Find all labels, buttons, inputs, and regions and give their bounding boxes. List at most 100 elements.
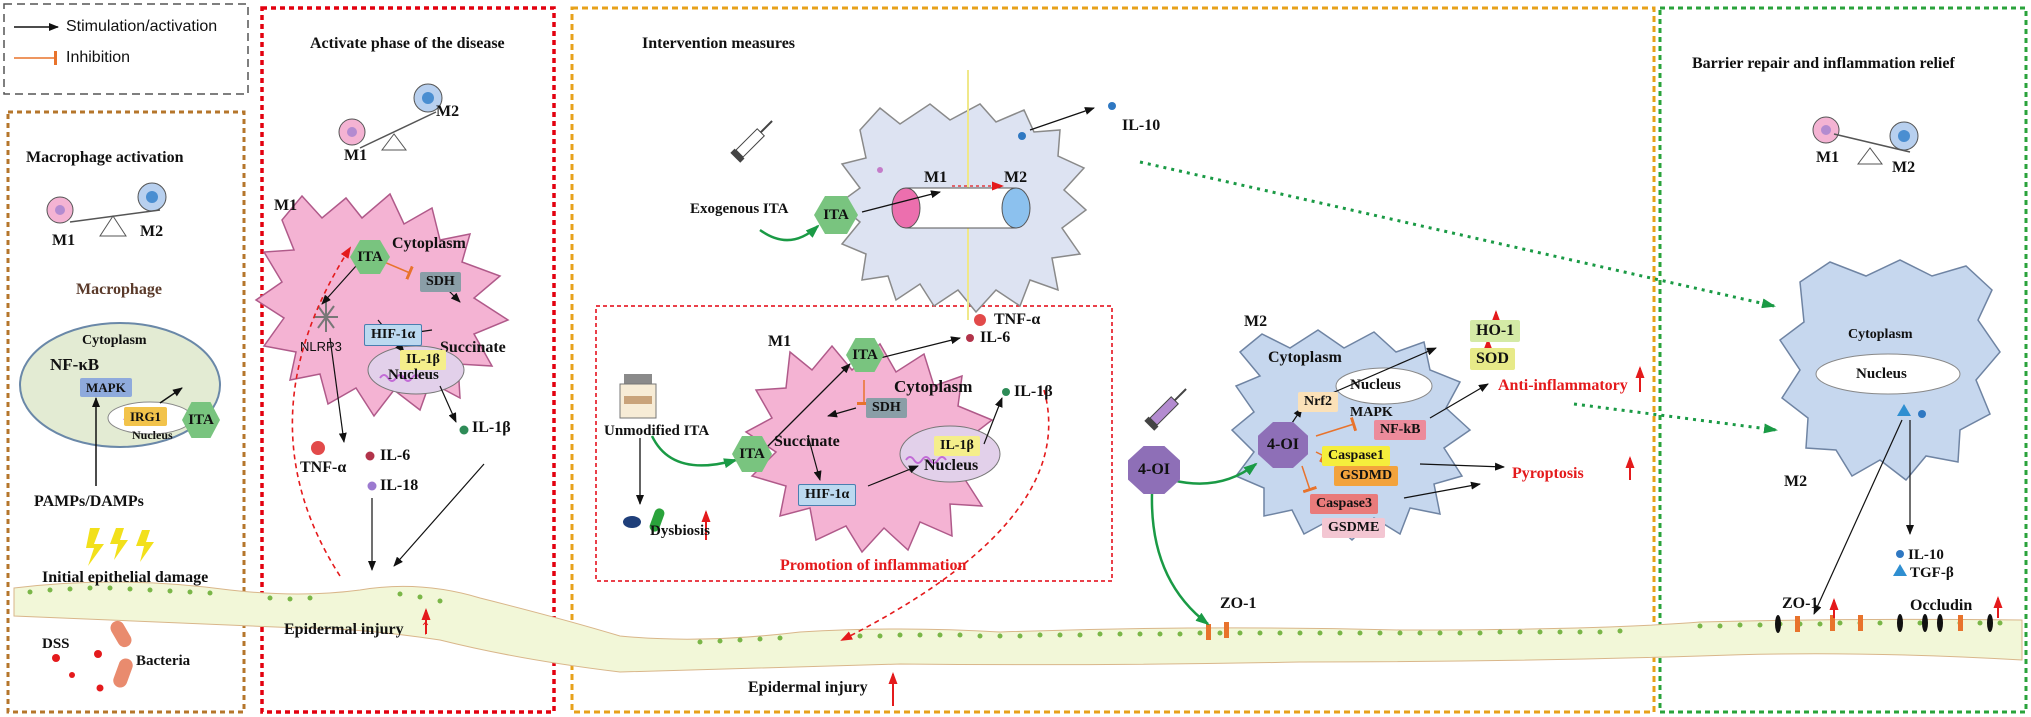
- dysbiosis-icon: [623, 508, 665, 532]
- panel1-nfkb-label: NF-κB: [50, 355, 100, 374]
- inflam-cytoplasm-label: Cytoplasm: [894, 377, 973, 396]
- panel1-title: Macrophage activation: [26, 149, 184, 166]
- inflam-tnfa-label: TNF-α: [994, 311, 1041, 328]
- panel4-m1-label: M1: [1816, 149, 1840, 166]
- oi-outer-oct: 4-OI: [1128, 446, 1180, 494]
- legend-stimulation-label: Stimulation/activation: [66, 18, 218, 35]
- panel4-m2-label: M2: [1892, 159, 1916, 176]
- legend-box: [3, 3, 249, 95]
- syringe-icon-1: [730, 120, 773, 163]
- panel1-seesaw: [46, 182, 167, 237]
- oi-nfkb-chip: NF-kB: [1374, 420, 1427, 440]
- tnfa-icon-p3: [974, 314, 986, 326]
- panel2-sdh-chip: SDH: [420, 272, 461, 292]
- panel4-tgfb-label: TGF-β: [1910, 565, 1954, 581]
- panel3-il10-label: IL-10: [1122, 117, 1161, 134]
- oi-m2-label: M2: [1244, 313, 1268, 330]
- panel1-border: [6, 110, 246, 714]
- panel2-title: Activate phase of the disease: [310, 35, 505, 52]
- panel3-m2-label: M2: [1004, 169, 1028, 186]
- il10-dot-out: [1108, 102, 1116, 110]
- panel4-title: Barrier repair and inflammation relief: [1692, 55, 1955, 72]
- panel3-m1-label: M1: [924, 169, 948, 186]
- panel2-m1-cell-label: M1: [274, 197, 298, 214]
- il1b-dot-p3: [1002, 388, 1010, 396]
- panel2-border: [260, 6, 556, 714]
- caspase1-chip: Caspase1: [1322, 446, 1391, 466]
- initial-damage-label: Initial epithelial damage: [42, 569, 209, 586]
- panel2-tnfa-label: TNF-α: [300, 459, 347, 476]
- panel2-il6-label: IL-6: [380, 447, 411, 464]
- panel2-cytoplasm-label: Cytoplasm: [392, 235, 466, 252]
- panel2-nucleus-label: Nucleus: [388, 367, 439, 383]
- panel2-nlrp3-label: NLRP3: [300, 339, 342, 354]
- panel2-hif-chip: HIF-1α: [364, 324, 423, 346]
- il10-dot-top: [1018, 132, 1026, 140]
- injury2-up-arrow: ↑: [420, 614, 431, 639]
- macrophage-label: Macrophage: [76, 281, 162, 298]
- panel2-il1b-inner: IL-1β: [400, 350, 446, 370]
- inflam-il1b-label: IL-1β: [1014, 383, 1053, 400]
- syringe-icon-2: [1144, 388, 1187, 431]
- il6-dot-p2: [365, 451, 375, 461]
- oi-cytoplasm-label: Cytoplasm: [1268, 349, 1342, 366]
- panel2-succinate-label: Succinate: [440, 339, 506, 356]
- panel2-il1b-label: IL-1β: [472, 419, 511, 436]
- sod-chip: SOD: [1470, 348, 1515, 370]
- panel3-zo1-label: ZO-1: [1220, 595, 1257, 612]
- oi-nucleus-label: Nucleus: [1350, 377, 1401, 393]
- inflam-il1b-inner: IL-1β: [934, 436, 980, 456]
- panel2-m2-label: M2: [436, 103, 460, 120]
- panel4-m2-cell-label: M2: [1784, 473, 1808, 490]
- panel4-border: [1658, 6, 2028, 714]
- panel4-nucleus-label: Nucleus: [1856, 366, 1907, 382]
- panel3-border: [570, 6, 1656, 714]
- gsdme-chip: GSDME: [1322, 518, 1386, 538]
- tnfa-icon-p2: [311, 441, 325, 455]
- il10-dot-in: [1918, 410, 1926, 418]
- panel4-nucleus-shape: [1815, 353, 1961, 395]
- oi-mapk-label: MAPK: [1350, 405, 1393, 420]
- tight-junctions: [1206, 614, 1993, 640]
- panel2-seesaw: [338, 83, 443, 151]
- panel1-irg1-label: IRG1: [124, 407, 168, 426]
- panel1-m2-label: M2: [140, 223, 164, 240]
- promotion-label: Promotion of inflammation: [780, 557, 967, 574]
- inflam-nucleus-label: Nucleus: [924, 457, 979, 474]
- bacteria-icon: [110, 620, 133, 688]
- panel4-seesaw: [1812, 116, 1919, 165]
- gsdmd-chip: GSDMD: [1334, 466, 1399, 486]
- inflam-il6-label: IL-6: [980, 329, 1011, 346]
- bottle-icon: [619, 374, 657, 419]
- panel4-il10-label: IL-10: [1908, 547, 1944, 563]
- panel1-mapk-label: MAPK: [80, 378, 132, 397]
- bacteria-label: Bacteria: [136, 653, 191, 669]
- panel4-cytoplasm-label: Cytoplasm: [1848, 327, 1913, 342]
- inflam-hif-chip: HIF-1α: [798, 484, 857, 506]
- lightning-icon: [86, 528, 154, 566]
- exogenous-ita-label: Exogenous ITA: [690, 201, 789, 217]
- m1-m2-tube: [891, 187, 1031, 229]
- tgfb-triangle-in: [1897, 404, 1911, 416]
- oi-inner-oct: 4-OI: [1258, 422, 1308, 468]
- inflam-m1-label: M1: [768, 333, 792, 350]
- panel2-injury-label: Epidermal injury: [284, 621, 404, 638]
- panel2-m1-label: M1: [344, 147, 368, 164]
- anti-inflammatory-label: Anti-inflammatory: [1498, 377, 1628, 394]
- il6-dot-p3: [966, 334, 974, 342]
- dss-dots: [52, 650, 104, 692]
- panel4-zo1-label: ZO-1: [1782, 595, 1819, 612]
- epithelium-band: [13, 581, 2023, 673]
- pyroptosis-label: Pyroptosis: [1512, 465, 1584, 482]
- panel1-cytoplasm-label: Cytoplasm: [82, 333, 147, 348]
- nrf2-chip: Nrf2: [1298, 392, 1338, 412]
- ho1-chip: HO-1: [1470, 320, 1521, 342]
- panel3-title: Intervention measures: [642, 35, 796, 52]
- panel4-occludin-label: Occludin: [1910, 597, 1973, 614]
- dysbiosis-label: Dysbiosis: [650, 523, 711, 539]
- dss-label: DSS: [42, 636, 70, 652]
- inflam-ita2-hex: ITA: [732, 436, 772, 472]
- nlrp3-icon: [314, 302, 338, 332]
- panel1-m1-label: M1: [52, 232, 76, 249]
